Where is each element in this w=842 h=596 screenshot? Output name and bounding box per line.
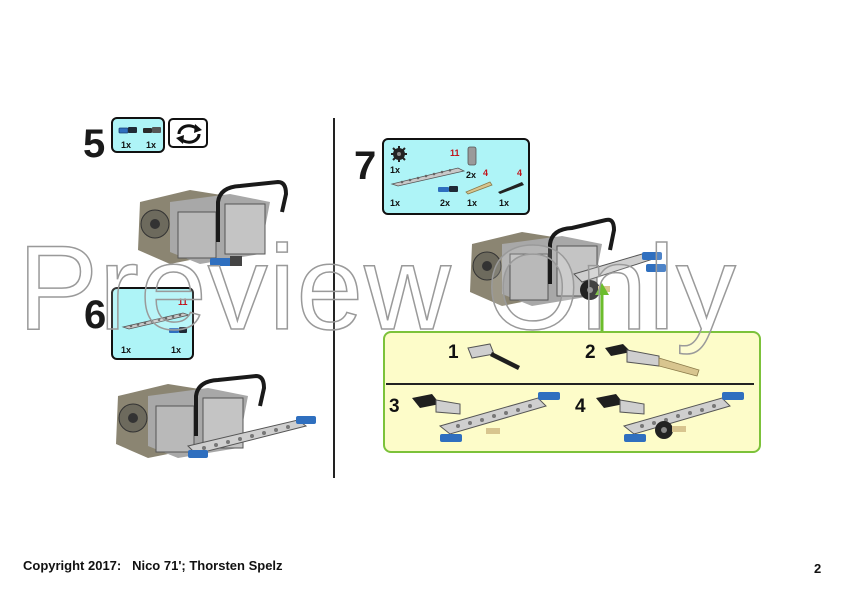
- pin-blue-icon: [438, 186, 458, 192]
- step-7-subassembly-panel: [383, 331, 761, 453]
- part-qty: 1x: [467, 198, 478, 208]
- substep-number: 4: [575, 396, 586, 417]
- pin-blue-icon: [169, 327, 187, 333]
- step-5-number: 5: [83, 122, 106, 166]
- assembly-arrow: [595, 283, 609, 333]
- copyright-text: Copyright 2017: Nico 71'; Thorsten Spelz: [23, 558, 283, 573]
- substep-1-illustration: [467, 343, 520, 370]
- pin-black-icon: [143, 127, 161, 133]
- axle-length-label: 4: [517, 168, 523, 178]
- substep-3-illustration: [412, 392, 560, 442]
- part-qty: 1x: [499, 198, 510, 208]
- bush-icon: [467, 146, 477, 166]
- part-qty: 1x: [146, 140, 157, 150]
- part-qty: 1x: [121, 345, 132, 355]
- step-6-gearbox-illustration: [116, 373, 316, 458]
- rotate-model-icon: [168, 118, 208, 148]
- axle-black-icon: [498, 182, 524, 194]
- part-qty: 1x: [171, 345, 182, 355]
- substep-4-illustration: [596, 392, 744, 442]
- step-6-number: 6: [84, 293, 107, 337]
- step-7-number: 7: [354, 144, 377, 188]
- subassembly-separator: [386, 383, 754, 385]
- substep-number: 2: [585, 342, 596, 363]
- page-number: 2: [814, 561, 822, 576]
- part-qty: 1x: [390, 198, 401, 208]
- part-qty: 1x: [121, 140, 132, 150]
- step-6-parts-callout: 11 1x 1x: [111, 287, 194, 360]
- column-divider: [333, 118, 335, 478]
- gear-icon: [391, 146, 407, 162]
- step-5-gearbox-illustration: [138, 179, 289, 266]
- step-7-parts-callout: 1x 11 1x 2x 2x 4 1x 4 1x: [382, 138, 530, 215]
- beam-length-label: 11: [178, 297, 188, 307]
- part-qty: 2x: [440, 198, 451, 208]
- beam-length-label: 11: [450, 148, 460, 158]
- step-7-gearbox-illustration: [470, 217, 666, 306]
- substep-number: 1: [448, 342, 459, 363]
- beam-11-icon: [390, 167, 466, 187]
- pin-blue-icon: [118, 127, 137, 134]
- axle-length-label: 4: [483, 168, 489, 178]
- beam-11-icon: [121, 312, 191, 330]
- part-qty: 1x: [390, 165, 401, 175]
- substep-2-illustration: [605, 344, 700, 377]
- step-5-parts-callout: 1x 1x: [111, 117, 165, 153]
- substep-number: 3: [389, 396, 400, 417]
- part-qty: 2x: [466, 170, 477, 180]
- axle-tan-icon: [465, 181, 493, 195]
